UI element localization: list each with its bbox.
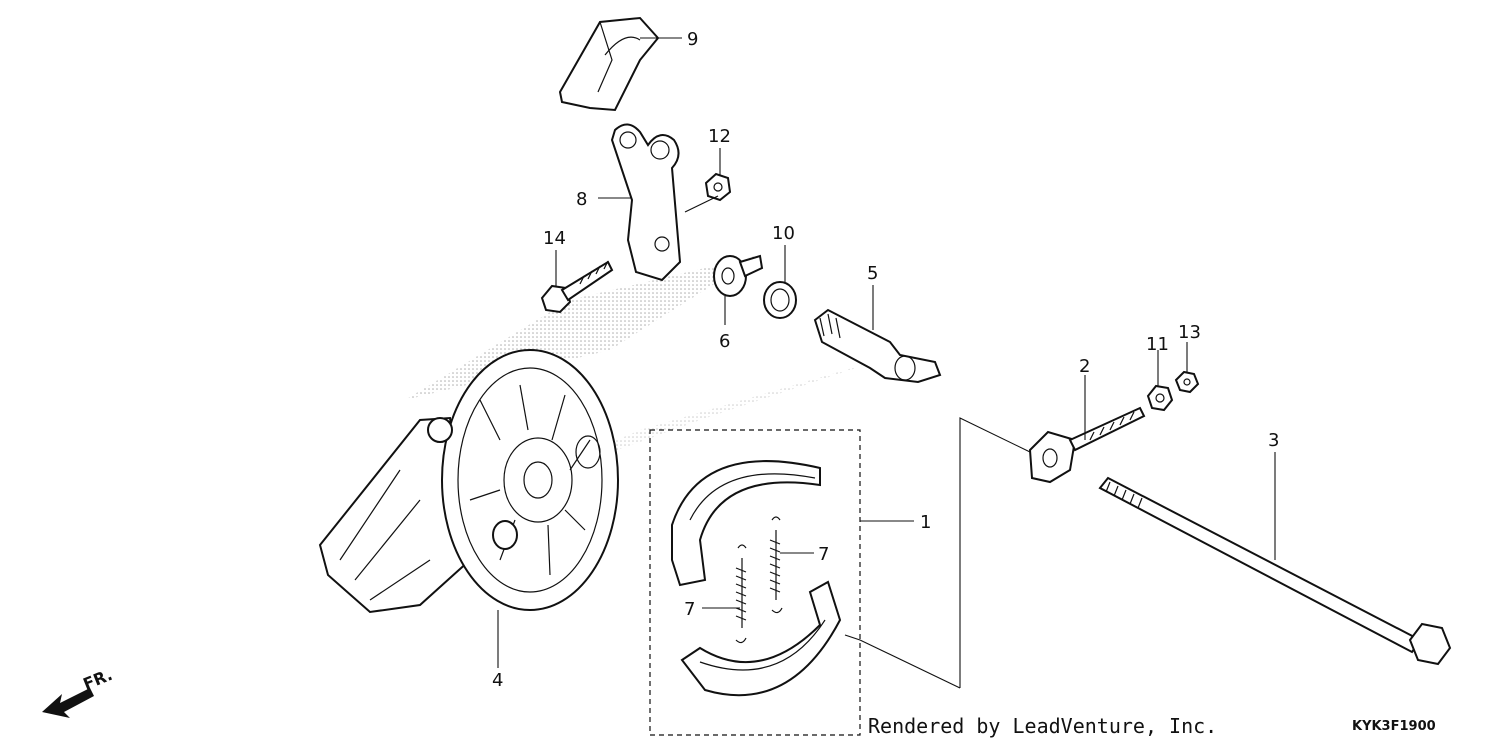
part-3-axle-bolt	[1098, 476, 1452, 666]
part-14-bolt	[540, 260, 614, 314]
callout-2: 2	[1079, 356, 1090, 377]
callout-9: 9	[687, 29, 698, 50]
assembly-box	[649, 429, 861, 736]
callout-numbers: 1 2 3 4 5 6 7 7 8 9 10 11 12 13 14	[492, 29, 1279, 691]
part-10-seal	[763, 281, 797, 319]
front-direction-icon: FR.	[42, 665, 115, 718]
leader-lines	[497, 37, 1276, 689]
part-5-brake-cam	[813, 308, 942, 384]
part-6-indicator-plate	[713, 254, 764, 297]
callout-4: 4	[492, 670, 503, 691]
credit-text: Rendered by LeadVenture, Inc.	[868, 714, 1217, 738]
callout-8: 8	[576, 189, 587, 210]
diagram-code: KYK3F1900	[1352, 719, 1436, 734]
callout-11: 11	[1146, 334, 1169, 355]
callout-10: 10	[772, 223, 795, 244]
part-9-lever-cover	[558, 16, 660, 112]
callout-6: 6	[719, 331, 730, 352]
direction-label: FR.	[80, 665, 115, 694]
callout-14: 14	[543, 228, 566, 249]
part-11-nut	[1146, 384, 1174, 412]
callout-12: 12	[708, 126, 731, 147]
callout-7b: 7	[684, 599, 695, 620]
callout-3: 3	[1268, 430, 1279, 451]
part-1-brake-shoes	[671, 460, 842, 697]
callout-7a: 7	[818, 544, 829, 565]
part-2-rod	[1028, 406, 1146, 484]
part-7-springs	[735, 516, 783, 644]
part-4-brake-panel	[318, 349, 619, 614]
callout-1: 1	[920, 512, 931, 533]
callout-13: 13	[1178, 322, 1201, 343]
callout-5: 5	[867, 263, 878, 284]
part-13-nut	[1174, 370, 1200, 394]
part-8-brake-arm	[610, 123, 682, 282]
part-12-nut	[704, 172, 732, 202]
